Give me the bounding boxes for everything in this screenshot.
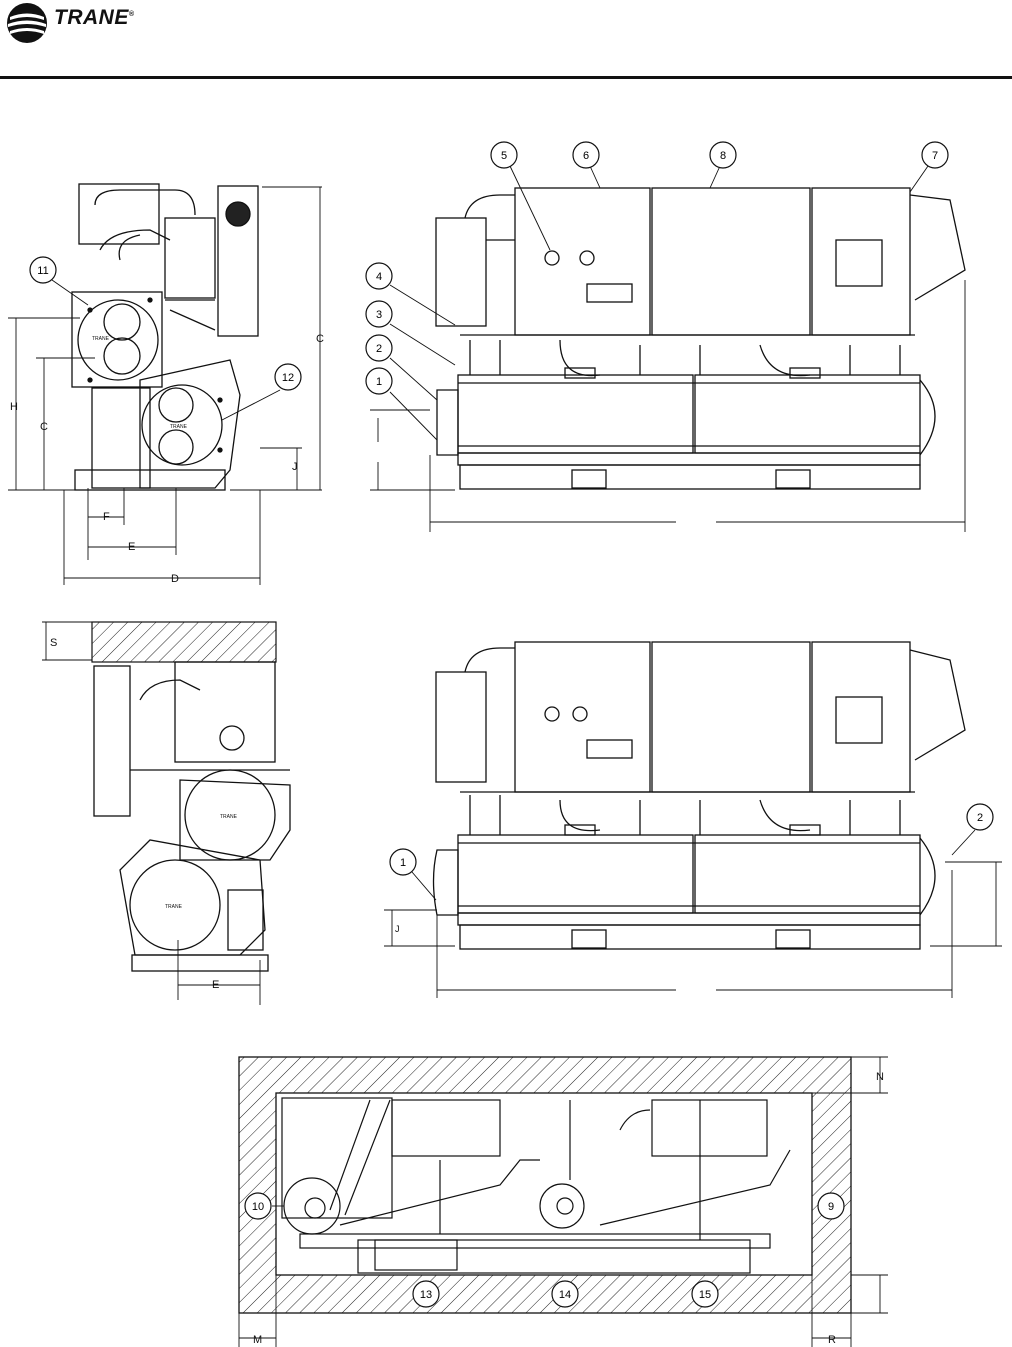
callout-8: 8 (709, 141, 737, 189)
brand-wordmark: TRANE® (54, 6, 135, 30)
dim-label-c-right: C (316, 333, 324, 345)
dim-label-n: N (876, 1071, 884, 1083)
end-view-bottom-dim-labels: S E (50, 637, 219, 991)
svg-text:11: 11 (37, 265, 48, 277)
callout-14: 14 (551, 1280, 579, 1308)
callout-9: 9 (817, 1192, 845, 1220)
callout-2-bottom: 2 (951, 803, 994, 856)
callout-11: 11 (29, 256, 89, 306)
side-view-bottom-dim-labels: J (395, 924, 400, 934)
svg-text:6: 6 (583, 150, 589, 162)
callout-15: 15 (691, 1280, 719, 1308)
callout-13: 13 (412, 1280, 440, 1308)
callout-12: 12 (221, 363, 302, 421)
side-view-top (435, 187, 966, 490)
side-view-top-dimensions (370, 280, 966, 532)
end-view-top-dimensions (8, 186, 322, 585)
callout-1: 1 (365, 367, 438, 441)
dim-label-j: J (292, 461, 298, 473)
callout-5: 5 (490, 141, 551, 251)
dim-label-f: F (103, 511, 110, 523)
svg-text:12: 12 (282, 372, 294, 384)
svg-text:14: 14 (559, 1289, 571, 1301)
nameplate-2: TRANE (170, 424, 188, 430)
svg-text:8: 8 (720, 150, 726, 162)
end-view-top-dim-labels: C H C J F E D (10, 333, 324, 585)
plan-view-unit (281, 1097, 791, 1274)
trane-logo-icon (7, 3, 47, 43)
nameplate-4: TRANE (165, 904, 183, 910)
callout-1-bottom: 1 (389, 848, 437, 901)
svg-text:4: 4 (376, 271, 382, 283)
svg-text:1: 1 (400, 857, 406, 869)
svg-text:10: 10 (252, 1201, 264, 1213)
callout-6: 6 (572, 141, 601, 189)
svg-text:13: 13 (420, 1289, 432, 1301)
side-view-bottom (432, 641, 966, 950)
dim-label-h: H (10, 401, 18, 413)
svg-text:1: 1 (376, 376, 382, 388)
dim-label-c-left: C (40, 421, 48, 433)
svg-text:2: 2 (376, 343, 382, 355)
page-header: TRANE® (0, 0, 1012, 80)
svg-text:7: 7 (932, 150, 938, 162)
dim-label-j-front: J (395, 924, 400, 934)
dim-label-e-bottom: E (212, 979, 219, 991)
dim-label-r: R (828, 1334, 836, 1346)
callout-7: 7 (909, 141, 949, 193)
svg-text:9: 9 (828, 1201, 834, 1213)
svg-text:2: 2 (977, 812, 983, 824)
registered-mark: ® (128, 11, 135, 18)
header-rule (0, 76, 1012, 79)
end-view-bottom-dimensions (42, 621, 261, 1005)
plan-view-clearance (238, 1056, 852, 1314)
callout-4: 4 (365, 262, 456, 326)
dim-label-s: S (50, 637, 57, 649)
side-view-bottom-dimensions (384, 861, 1002, 998)
callout-2: 2 (365, 334, 438, 401)
dim-label-e-top: E (128, 541, 135, 553)
callout-10: 10 (244, 1192, 284, 1220)
dim-label-d: D (171, 573, 179, 585)
clearance-zone-s (91, 621, 277, 663)
svg-text:15: 15 (699, 1289, 711, 1301)
plan-view-dimensions (238, 1056, 888, 1347)
svg-text:5: 5 (501, 150, 507, 162)
end-view-top (71, 183, 259, 491)
svg-text:3: 3 (376, 309, 382, 321)
shell-nameplates: TRANE TRANE TRANE TRANE (92, 336, 238, 910)
plan-view-dim-labels: N M R (253, 1071, 884, 1346)
dim-label-m: M (253, 1334, 262, 1346)
end-view-bottom (93, 661, 291, 972)
nameplate-1: TRANE (92, 336, 110, 342)
callout-3: 3 (365, 300, 456, 366)
brand-name: TRANE (54, 6, 129, 29)
nameplate-3: TRANE (220, 814, 238, 820)
